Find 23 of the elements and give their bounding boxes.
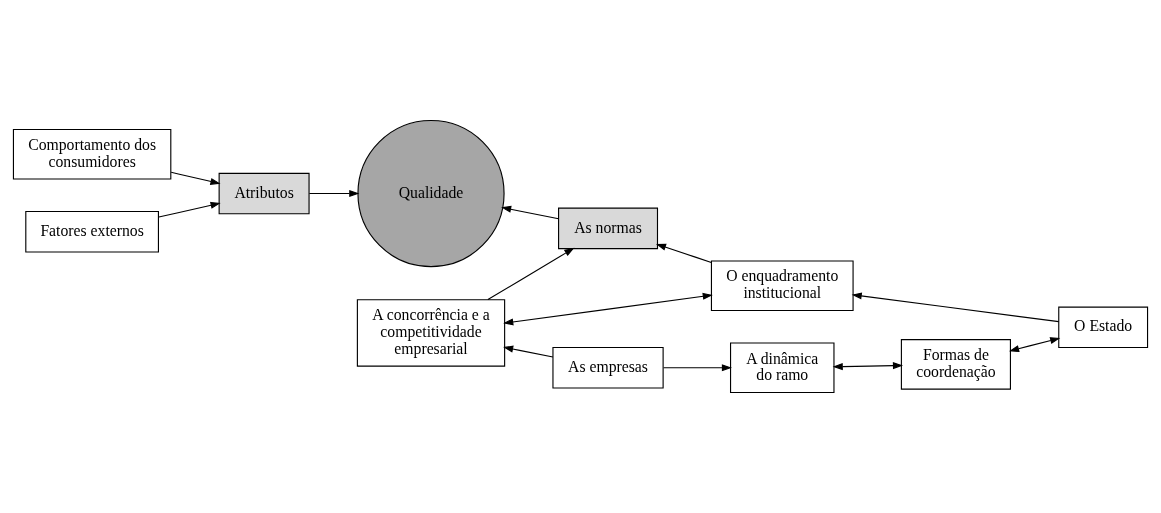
node-box: Atributos	[218, 172, 310, 215]
node-box: As normas	[558, 207, 659, 250]
node-box: Formas de coordenação	[900, 339, 1011, 390]
arrow	[655, 243, 712, 263]
arrow	[503, 292, 713, 326]
node-box: O enquadramento institucional	[710, 260, 854, 311]
node-box: As empresas	[552, 347, 664, 389]
node-box: Fatores externos	[25, 211, 159, 253]
arrow	[851, 292, 1060, 323]
arrow	[308, 190, 360, 198]
arrow	[487, 247, 575, 301]
node-box: Comportamento dos consumidores	[12, 128, 172, 180]
node-box: O Estado	[1058, 306, 1149, 349]
arrow	[1008, 337, 1061, 353]
node-box: A dinâmica do ramo	[730, 342, 835, 394]
arrow	[170, 171, 221, 185]
arrow	[158, 201, 221, 218]
node-box: A concorrência e a competitividade empresarial	[356, 299, 506, 367]
arrow	[503, 345, 554, 358]
node-circle: Qualidade	[357, 119, 505, 268]
arrow	[663, 364, 732, 372]
arrow	[832, 362, 904, 371]
arrow	[501, 205, 560, 220]
